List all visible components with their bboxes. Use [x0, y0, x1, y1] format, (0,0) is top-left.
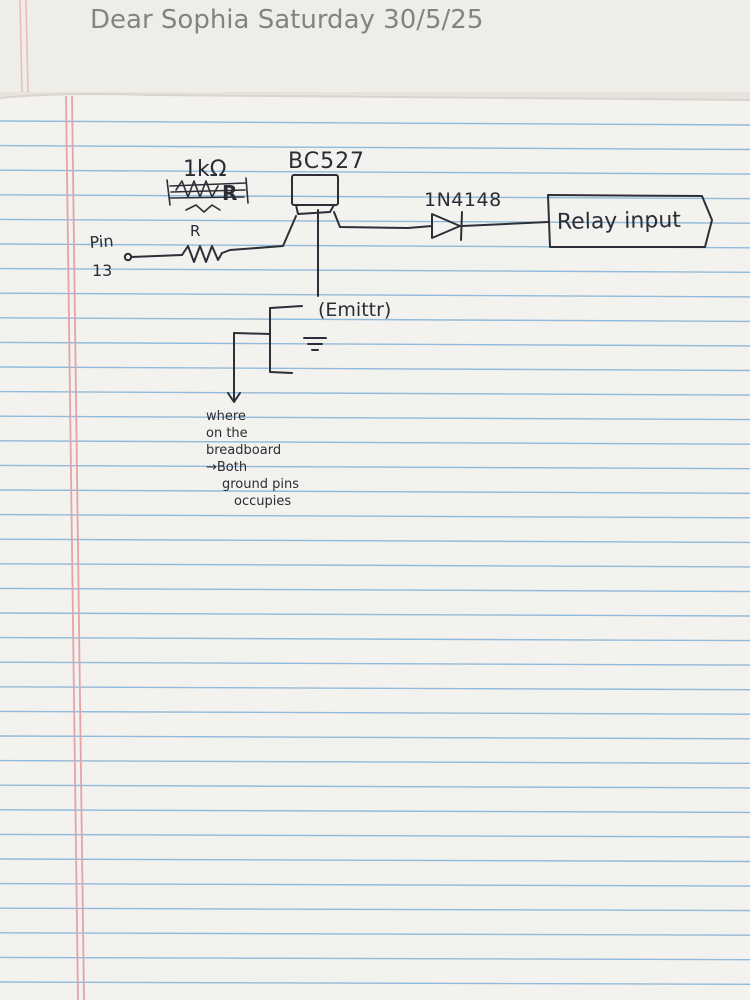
ground-bracket: [269, 305, 303, 374]
rule-line: [0, 612, 750, 617]
resistor-r-label: R: [190, 222, 200, 240]
rule-line: [0, 267, 750, 273]
rule-line: [0, 415, 750, 421]
faded-header-text: Dear Sophia Saturday 30/5/25: [90, 5, 483, 35]
rule-line: [0, 489, 750, 494]
resistor-strike-label: R: [222, 181, 237, 205]
ground-symbol: [303, 337, 327, 351]
rule-line: [0, 735, 750, 740]
note-line-3: breadboard: [206, 443, 281, 458]
rule-line: [0, 833, 750, 838]
relay-input-label: Relay input: [557, 208, 682, 235]
note-line-2: on the: [206, 426, 248, 441]
resistor-value-label: 1kΩ: [183, 157, 227, 182]
emitter-label: (Emittr): [318, 299, 391, 321]
top-sheet: [0, 0, 750, 92]
rule-line: [0, 686, 750, 691]
transistor-base-curve: [295, 204, 335, 215]
struck-resistor-sketch: [175, 180, 219, 198]
rule-line: [0, 907, 750, 912]
rule-line: [0, 144, 750, 151]
circuit-diagram: Pin 13 R 1kΩ R BC527 1N4148 Relay input: [89, 149, 713, 509]
strike-through-marks: [169, 182, 247, 199]
rule-line: [0, 858, 750, 863]
resistor-symbol: [181, 245, 223, 263]
wire-pin-to-resistor: [130, 254, 183, 258]
rule-line: [0, 218, 750, 224]
rule-line: [0, 538, 750, 544]
note-line-1: where: [206, 409, 246, 424]
rule-line: [0, 956, 750, 961]
rule-line: [0, 809, 750, 814]
resistor-squiggle: [185, 204, 221, 213]
rule-line: [0, 440, 750, 445]
note-arrow: [227, 332, 241, 403]
transistor-label: BC527: [288, 149, 365, 174]
note-line-4: →Both: [206, 460, 247, 475]
note-line-5: ground pins: [222, 477, 299, 492]
rule-line: [0, 882, 750, 887]
bracket-tick: [233, 332, 271, 335]
wire-collector-to-diode: [333, 211, 433, 229]
rule-line: [0, 587, 750, 593]
rule-line: [0, 169, 750, 175]
rule-line: [0, 341, 750, 347]
relay-input-box: [547, 194, 713, 248]
diode-label: 1N4148: [424, 189, 502, 211]
rule-line: [0, 292, 750, 298]
rule-line: [0, 513, 750, 519]
top-sheet-margin: [19, 0, 23, 93]
rule-line: [0, 636, 750, 642]
transistor-body: [291, 174, 339, 206]
rule-line: [0, 661, 750, 666]
rule-line: [0, 464, 750, 470]
margin-line-2: [71, 95, 85, 1000]
rule-line: [0, 120, 750, 126]
rule-line: [0, 932, 750, 936]
diode-triangle: [431, 213, 461, 239]
rule-line: [0, 317, 750, 323]
rule-line: [0, 710, 750, 715]
rule-line: [0, 981, 750, 985]
pin-label-line1: Pin: [89, 231, 114, 252]
rule-line: [0, 784, 750, 789]
rule-line: [0, 563, 750, 568]
note-line-6: occupies: [234, 494, 291, 509]
pin-label-line2: 13: [92, 261, 112, 280]
rule-line: [0, 390, 750, 396]
rule-line: [0, 366, 750, 372]
wire-diode-to-relay: [461, 221, 549, 227]
rule-line: [0, 194, 750, 200]
margin-line-1: [65, 95, 79, 1000]
wire-resistor-to-base: [221, 215, 297, 254]
rule-line: [0, 759, 750, 764]
